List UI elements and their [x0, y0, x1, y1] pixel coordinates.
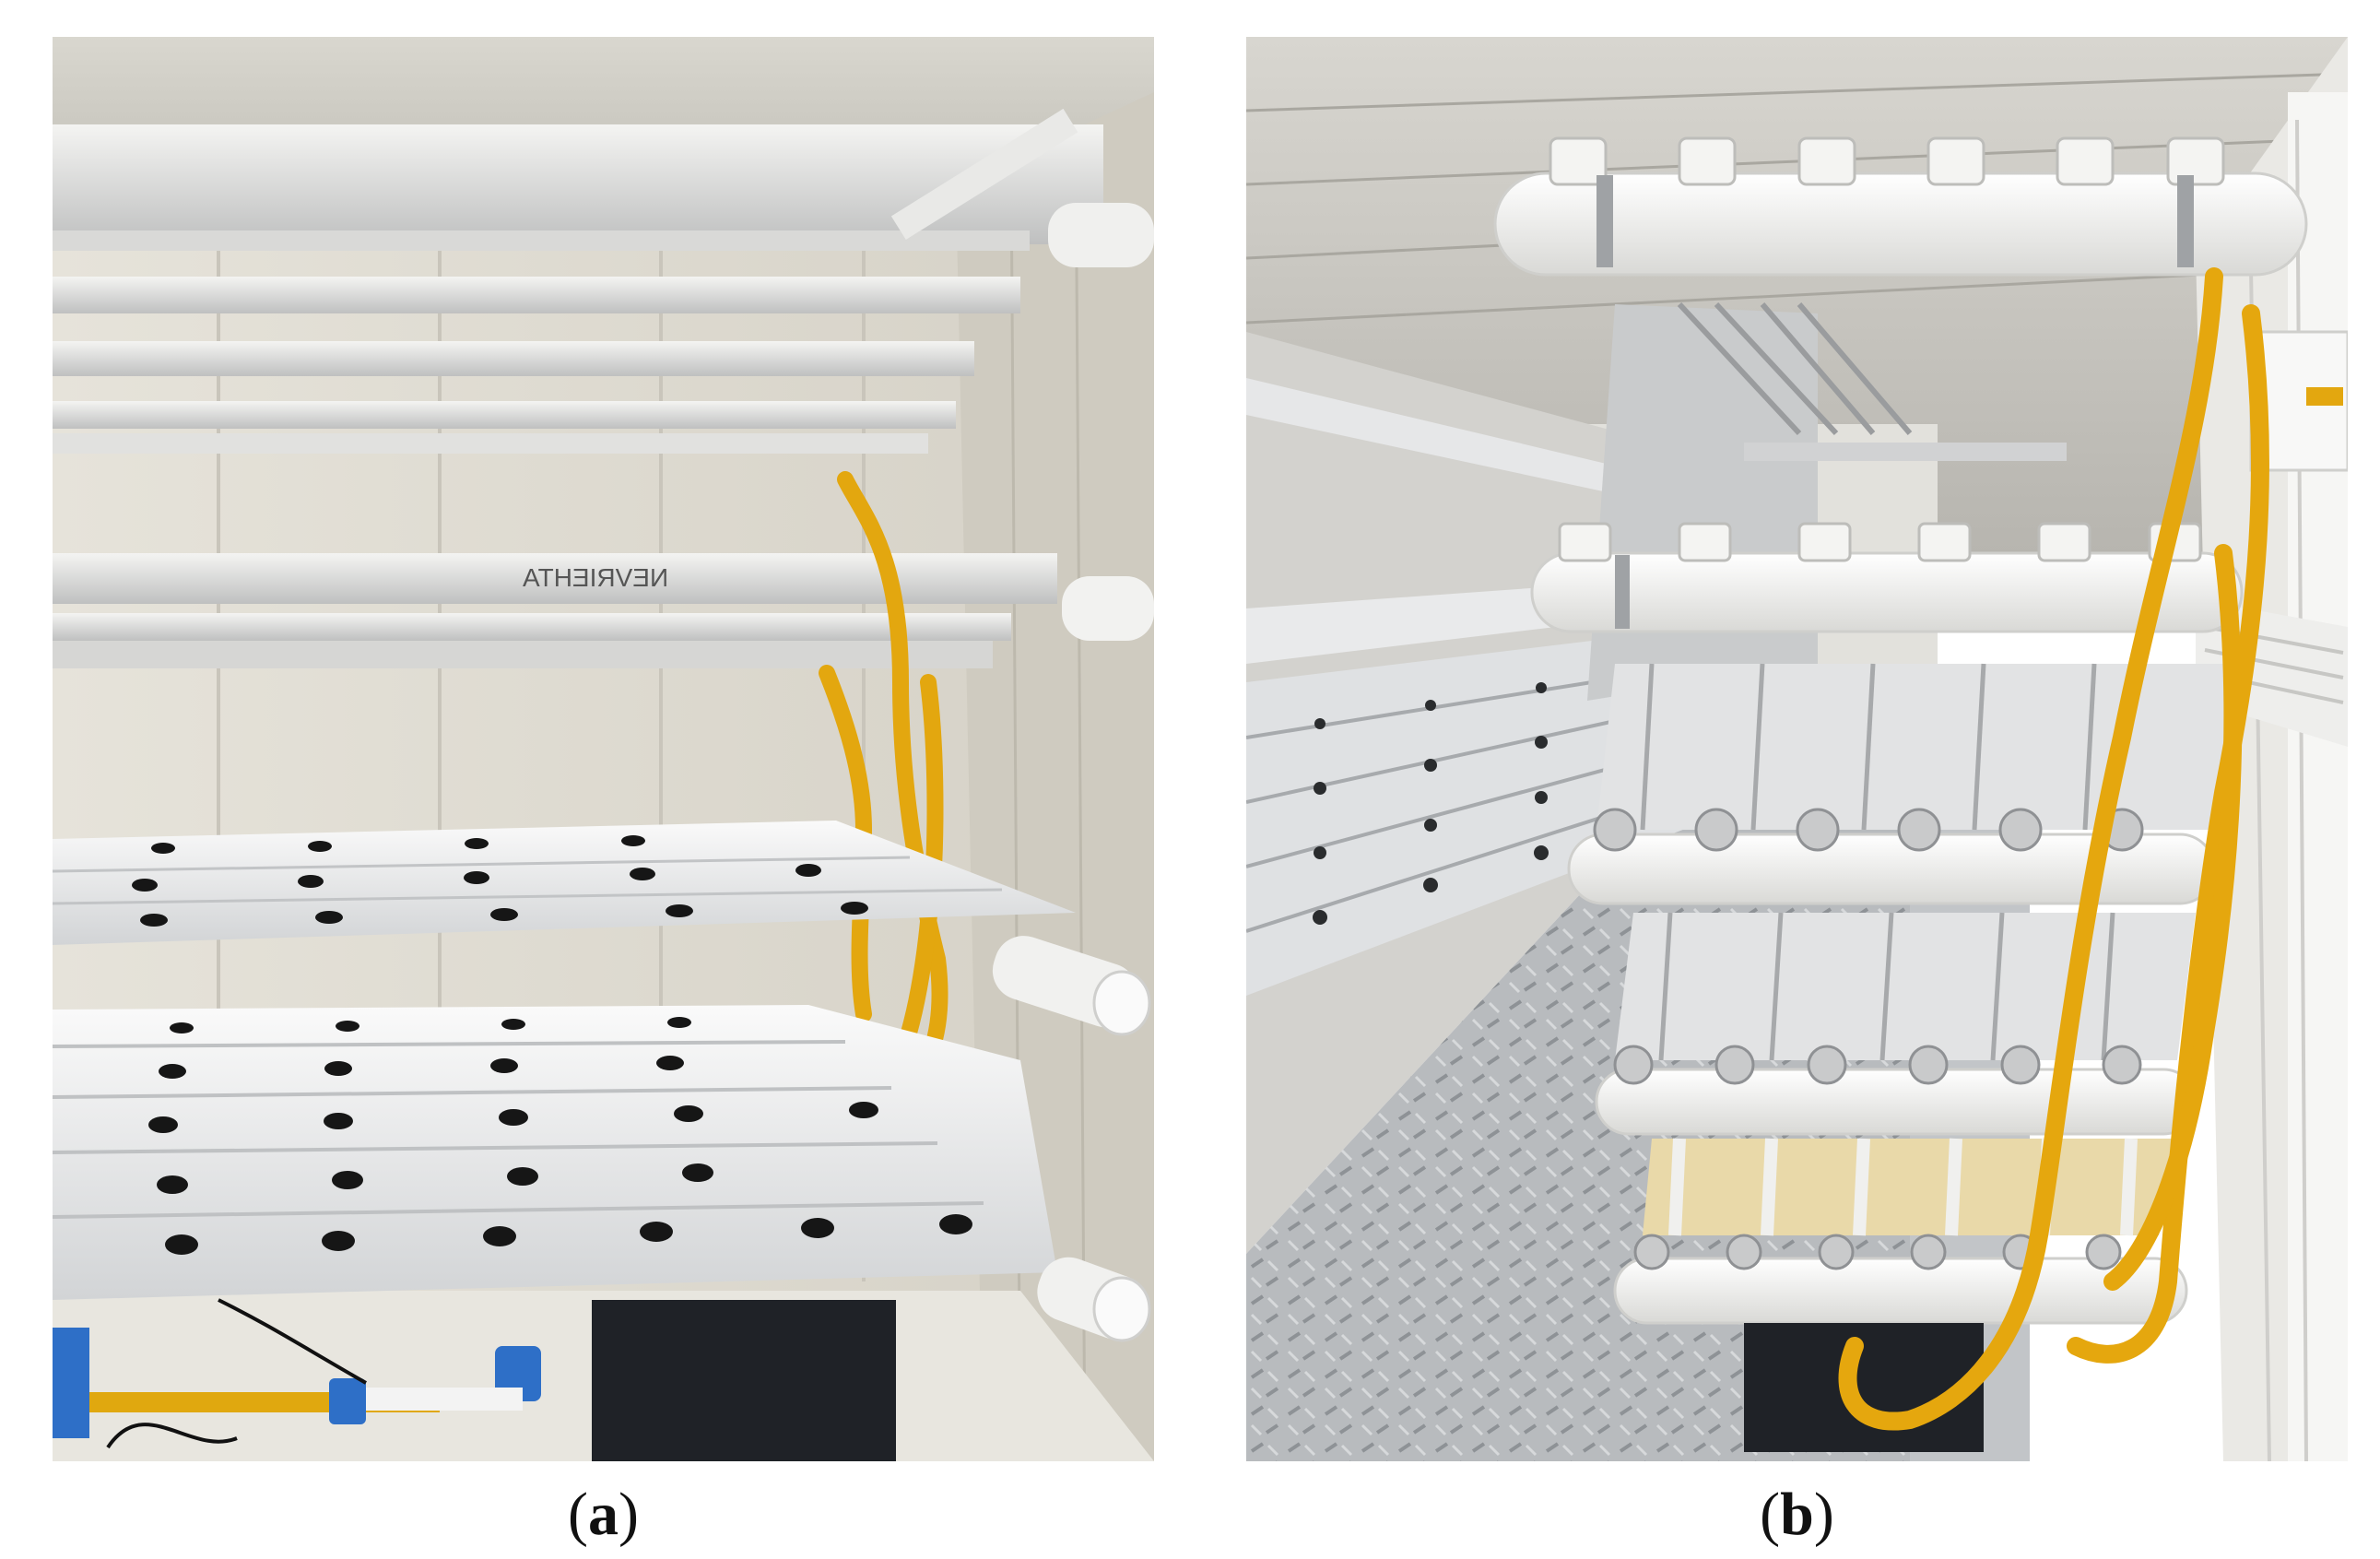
photo-panel-a: ATHƎIЯVƎИ [53, 37, 1154, 1461]
nft-channels-shelf-2 [53, 1005, 1151, 1342]
caption-b-close: ) [1813, 1481, 1834, 1548]
caption-b-open: ( [1760, 1481, 1781, 1548]
caption-b-letter: b [1780, 1481, 1814, 1548]
manifold-pipe-top [1493, 136, 2308, 277]
yellow-hose-b [1838, 267, 2269, 1431]
lamp-shelf-top [53, 108, 1154, 454]
hydroponic-shelves-front-photo: ATHƎIЯVƎИ [53, 37, 1154, 1461]
reservoir-tank [592, 1300, 896, 1461]
center-nft-channels [1587, 301, 2242, 1236]
caption-a-letter: a [588, 1481, 619, 1548]
manifold-pipe-fourth [1595, 1045, 2197, 1136]
caption-a-close: ) [619, 1481, 639, 1548]
caption-a-open: ( [568, 1481, 588, 1548]
caption-b: (b) [1246, 1484, 2348, 1545]
caption-a: (a) [53, 1484, 1154, 1545]
nft-channels-shelf-1 [53, 821, 1151, 1036]
hydroponic-container-interior-photo [1246, 37, 2348, 1461]
photo-panel-b [1246, 37, 2348, 1461]
shelf-marking: ATHƎIЯVƎИ [523, 563, 668, 592]
pump-and-pipe [53, 1298, 541, 1449]
manifold-pipe-second [1530, 522, 2244, 633]
lamp-shelf-middle: ATHƎIЯVƎИ [53, 553, 1154, 668]
manifold-pipe-bottom [1613, 1234, 2188, 1325]
reservoir-tank [1744, 1323, 1984, 1452]
